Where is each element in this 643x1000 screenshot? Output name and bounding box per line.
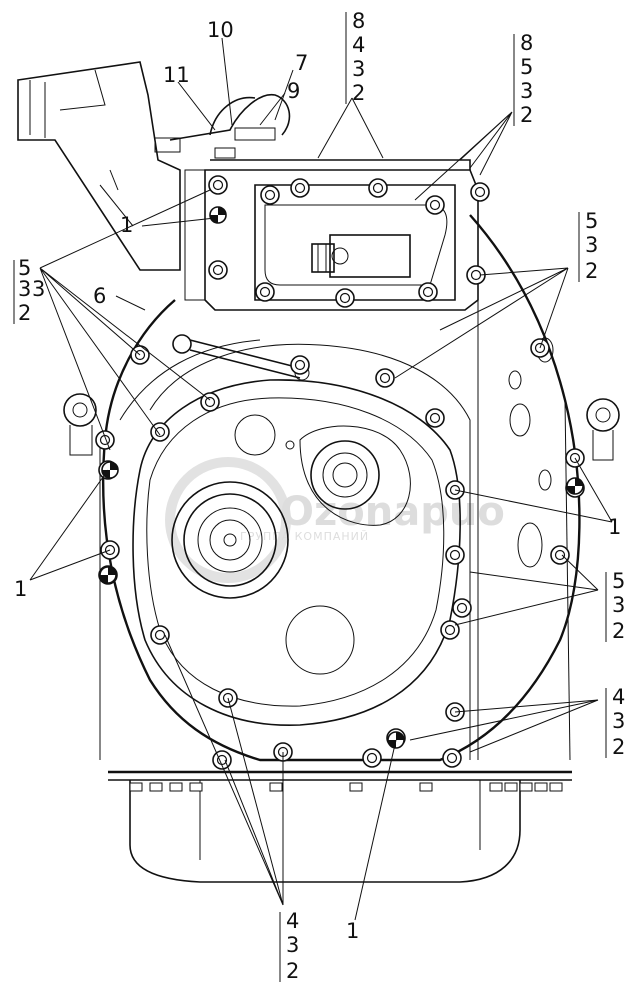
stack-right-low-0: 4 [612,685,625,709]
bolt-head [425,408,445,428]
stack-top-mid-1: 4 [352,33,365,57]
watermark: Ozonapuo ГРУППА КОМПАНИЙ [165,457,505,583]
bolt-head [208,175,228,195]
lever-arm [172,334,310,381]
bolts [95,175,585,792]
bolt-head [150,422,170,442]
stack-bottom: 4 3 2 [286,909,299,983]
sump-bolt [549,782,563,792]
stack-top-right-1: 5 [520,55,533,79]
watermark-subtitle: ГРУППА КОМПАНИЙ [240,530,369,543]
stack-right-upper: 5 3 2 [585,209,598,283]
callout-1-top: 1 [120,213,133,237]
stack-top-right-2: 3 [520,79,533,103]
callout-labels: 10 11 7 9 6 1 1 1 1 8 4 3 2 8 5 3 2 5 3 … [13,9,625,983]
bolt-head [95,430,115,450]
bolt-head [208,260,228,280]
bolt-head [255,282,275,302]
callout-1-left: 1 [14,577,27,601]
stack-right-upper-0: 5 [585,209,598,233]
lifting-eye-left [63,393,97,456]
bolt-head [440,620,460,640]
bolt-head [260,185,280,205]
crankshaft-hub [171,481,289,599]
stack-right-upper-2: 2 [585,259,598,283]
stack-right-mid-2: 2 [612,619,625,643]
bolt-head [470,182,490,202]
stack-right-low: 4 3 2 [612,685,625,759]
sump-bolt [419,782,433,792]
stack-right-upper-1: 3 [585,233,598,257]
callout-10: 10 [207,18,234,42]
bolt-head [425,195,445,215]
lifting-eye-right [586,398,620,461]
stack-top-right-3: 2 [520,103,533,127]
stack-top-right-0: 8 [520,31,533,55]
bolt-head [445,545,465,565]
bolt-head [368,178,388,198]
wiring-harness [154,93,291,159]
callout-6: 6 [93,284,106,308]
sump-bolt [519,782,533,792]
sump-bolt [189,782,203,792]
sump-bolt [169,782,183,792]
bolt-head [200,392,220,412]
stack-left: 5 3 3 2 [18,256,45,325]
bolt-head [418,282,438,302]
bolt-head [290,355,310,375]
callout-1-right: 1 [608,515,621,539]
stack-top-mid-3: 2 [352,81,365,105]
sump-bolt [129,782,143,792]
sump-bolt [534,782,548,792]
marker-plug [99,566,117,584]
sump-bolt [269,782,283,792]
stack-right-mid-0: 5 [612,569,625,593]
stack-top-right: 8 5 3 2 [520,31,533,127]
stack-left-2: 3 [32,277,45,301]
oil-sump [108,770,572,883]
sump-bolt [504,782,518,792]
stack-right-low-2: 2 [612,735,625,759]
stack-left-1: 3 [18,277,31,301]
bolt-head [362,748,382,768]
stack-left-3: 2 [18,301,31,325]
callout-11: 11 [163,63,190,87]
callout-7: 7 [295,51,308,75]
bolt-head [550,545,570,565]
bolt-head [150,625,170,645]
marker-plug [209,206,227,224]
left-bracket [17,61,181,271]
stack-bottom-0: 4 [286,909,299,933]
stack-right-low-1: 3 [612,709,625,733]
access-holes [234,337,554,675]
pump-drive [299,425,411,526]
stack-right-mid-1: 3 [612,593,625,617]
bolt-head [290,178,310,198]
stack-left-0: 5 [18,256,31,280]
leader-lines [29,37,613,921]
bolt-head [375,368,395,388]
stack-bottom-1: 3 [286,933,299,957]
stack-top-mid-0: 8 [352,9,365,33]
stack-top-mid: 8 4 3 2 [352,9,365,105]
callout-9: 9 [287,79,300,103]
sump-bolt [149,782,163,792]
bolt-head [452,598,472,618]
watermark-brand: Ozonapuo [280,489,505,535]
bolt-head [442,748,462,768]
callout-1-bottom: 1 [346,919,359,943]
stack-top-mid-2: 3 [352,57,365,81]
sump-bolt [349,782,363,792]
marker-plug [101,461,119,479]
stack-bottom-2: 2 [286,959,299,983]
bolt-head [335,288,355,308]
stack-right-mid: 5 3 2 [612,569,625,643]
sump-bolt [489,782,503,792]
sensor-block [311,234,411,278]
marker-plug [566,477,584,495]
